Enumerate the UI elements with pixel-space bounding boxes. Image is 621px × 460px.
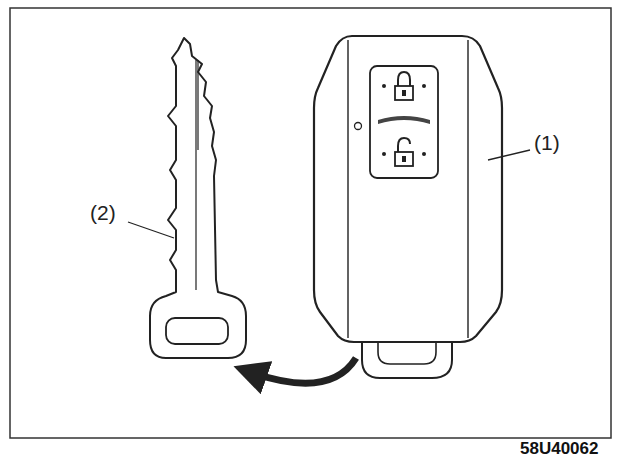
lock-icon (398, 72, 410, 86)
fob-facet (348, 40, 468, 338)
key-groove (196, 60, 198, 290)
fob-body (314, 36, 502, 342)
removal-arrow (250, 358, 356, 383)
mechanical-key (150, 38, 246, 358)
button-divider (378, 116, 430, 124)
fob-indicator (355, 123, 362, 130)
leader-line (128, 222, 174, 238)
callout-number: (2) (90, 202, 116, 223)
figure-code: 58U40062 (520, 440, 598, 457)
callout-number: (1) (534, 132, 560, 153)
frame (10, 8, 611, 438)
leader-line (488, 150, 530, 160)
unlock-icon (398, 138, 410, 152)
button-panel (370, 66, 438, 178)
key-hole (166, 318, 228, 344)
